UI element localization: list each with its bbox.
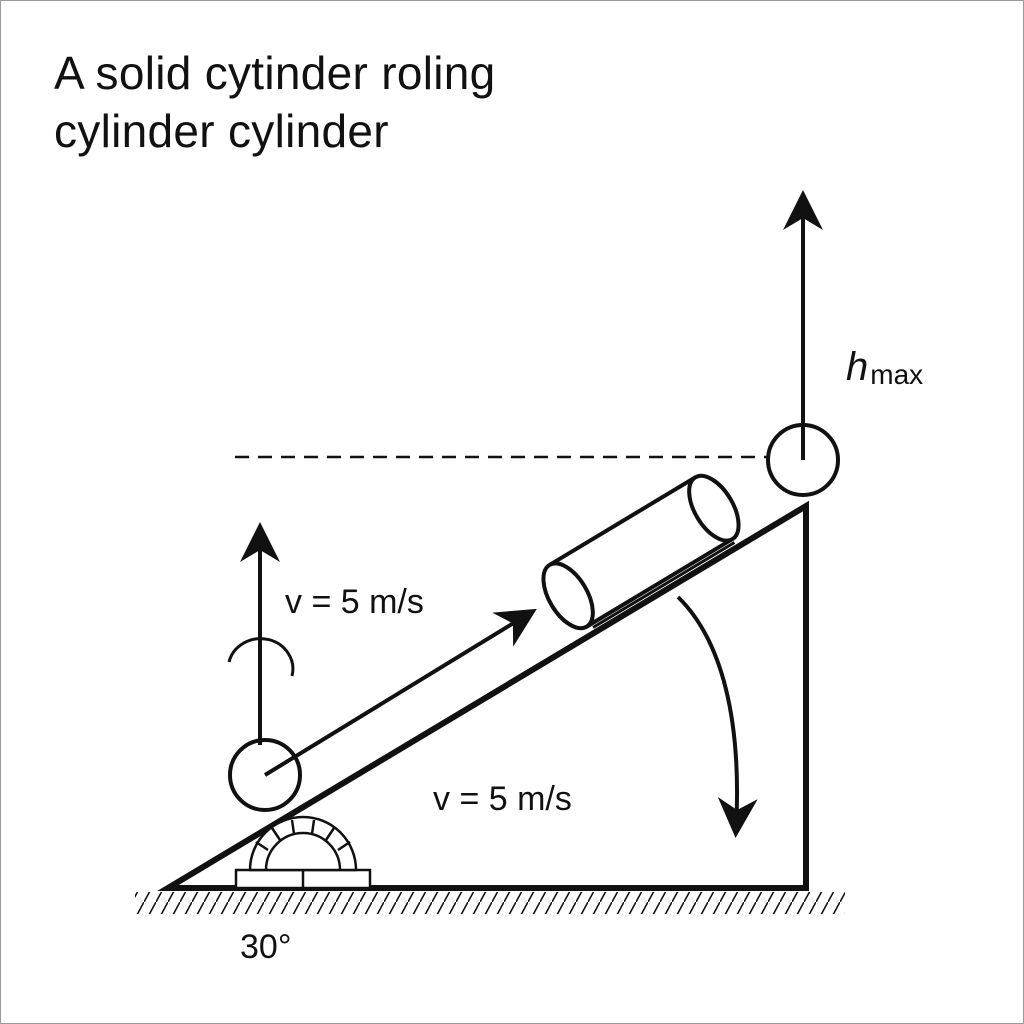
title-line-2: cylinder cylinder — [54, 105, 389, 157]
curved-arrow-down — [676, 595, 758, 838]
title-line-1: A solid cytinder roling — [54, 47, 496, 99]
protractor-block — [234, 815, 372, 890]
angle-label: 30° — [240, 928, 291, 966]
height-subscript: max — [870, 359, 923, 390]
velocity-label-upper: v = 5 m/s — [285, 583, 424, 621]
ground-hatching — [135, 892, 845, 914]
cylinder-body — [541, 473, 741, 631]
velocity-label-lower: v = 5 m/s — [433, 780, 572, 818]
incline-triangle — [157, 500, 809, 891]
height-label: hmax — [846, 345, 923, 390]
velocity-arrow-along-incline — [263, 608, 537, 777]
diagram-title: A solid cytinder roling cylinder cylinde… — [54, 44, 754, 160]
height-symbol: h — [846, 345, 868, 389]
rotation-arc-symbol — [227, 637, 295, 677]
